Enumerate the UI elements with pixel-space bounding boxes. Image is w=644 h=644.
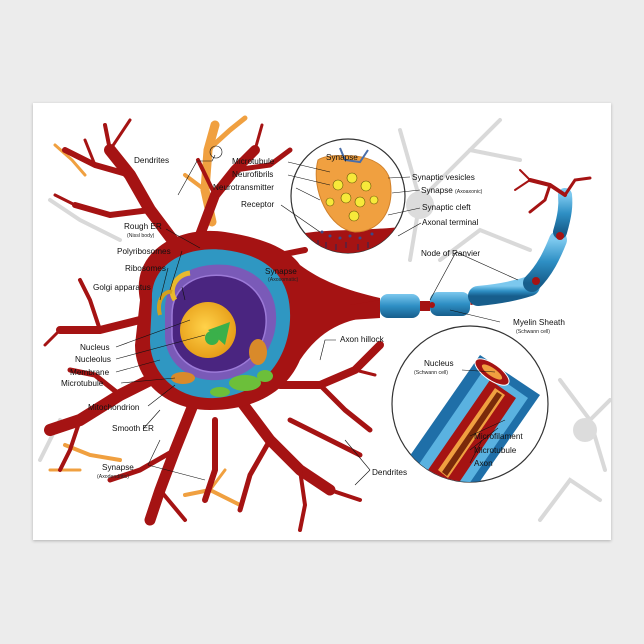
label-mitochondrion: Mitochondrion [88,403,140,412]
nucleolus [208,322,230,345]
background-cell-body [406,191,434,219]
axonal-terminal [514,169,592,214]
label-microfilament: Microfilament [474,432,523,441]
label-nucleus-schwann: Nucleus [424,359,454,368]
myelinated-axon [380,188,573,318]
label-node-of-ranvier: Node of Ranvier [421,249,480,258]
label-dendrites-top: Dendrites [134,156,169,165]
label-polyribosomes: Polyribosomes [117,247,171,256]
label-microtubule-inset: Microtubule [474,446,517,455]
label-membrane: Membrane [70,368,110,377]
label-axon-hillock: Axon hillock [340,335,385,344]
label-synapse-axoaxonic: Synapse [421,186,453,195]
label-dendrites-bottom: Dendrites [372,468,407,477]
background-cell-body [573,418,597,442]
label-synaptic-vesicles: Synaptic vesicles [412,173,475,182]
label-golgi: Golgi apparatus [93,283,151,292]
label-synapse-axosomatic-sub: (Axosomatic) [268,277,299,283]
label-microtubule-left: Microtubule [61,379,104,388]
label-myelin-sheath-sub: (Schwann cell) [516,329,550,335]
label-synapse-axodendritic: Synapse [102,463,134,472]
axon-core [350,300,380,320]
label-synapse-inset: Synapse [326,153,358,162]
leader-lines [115,145,519,486]
label-nucleolus: Nucleolus [75,355,111,364]
label-smooth-er: Smooth ER [112,424,154,433]
label-nucleus: Nucleus [80,343,110,352]
label-synapse-axodendritic-sub: (Axodendritic) [97,474,129,480]
label-axonal-terminal: Axonal terminal [422,218,479,227]
axon-inset [391,325,549,483]
label-myelin-sheath: Myelin Sheath [513,318,565,327]
label-axon: Axon [474,459,493,468]
label-rough-er-sub: (Nissl body) [127,233,155,239]
label-neurotransmitter: Neurotransmitter [213,183,274,192]
label-ribosomes: Ribosomes [125,264,166,273]
dendrite-tree [43,118,384,532]
labels: Dendrites Microtubule Neurofibrils Neuro… [61,153,565,480]
label-rough-er: Rough ER [124,222,162,231]
label-synaptic-cleft: Synaptic cleft [422,203,471,212]
label-microtubule-top: Microtubule [232,157,275,166]
cell-interior [150,249,291,399]
label-receptor: Receptor [241,200,274,209]
label-synapse-axoaxonic-sub: (Axoaxonic) [455,189,483,195]
label-synapse-axosomatic: Synapse [265,267,297,276]
label-nucleus-schwann-sub: (Schwann cell) [414,370,448,376]
label-neurofibrils: Neurofibrils [232,170,273,179]
